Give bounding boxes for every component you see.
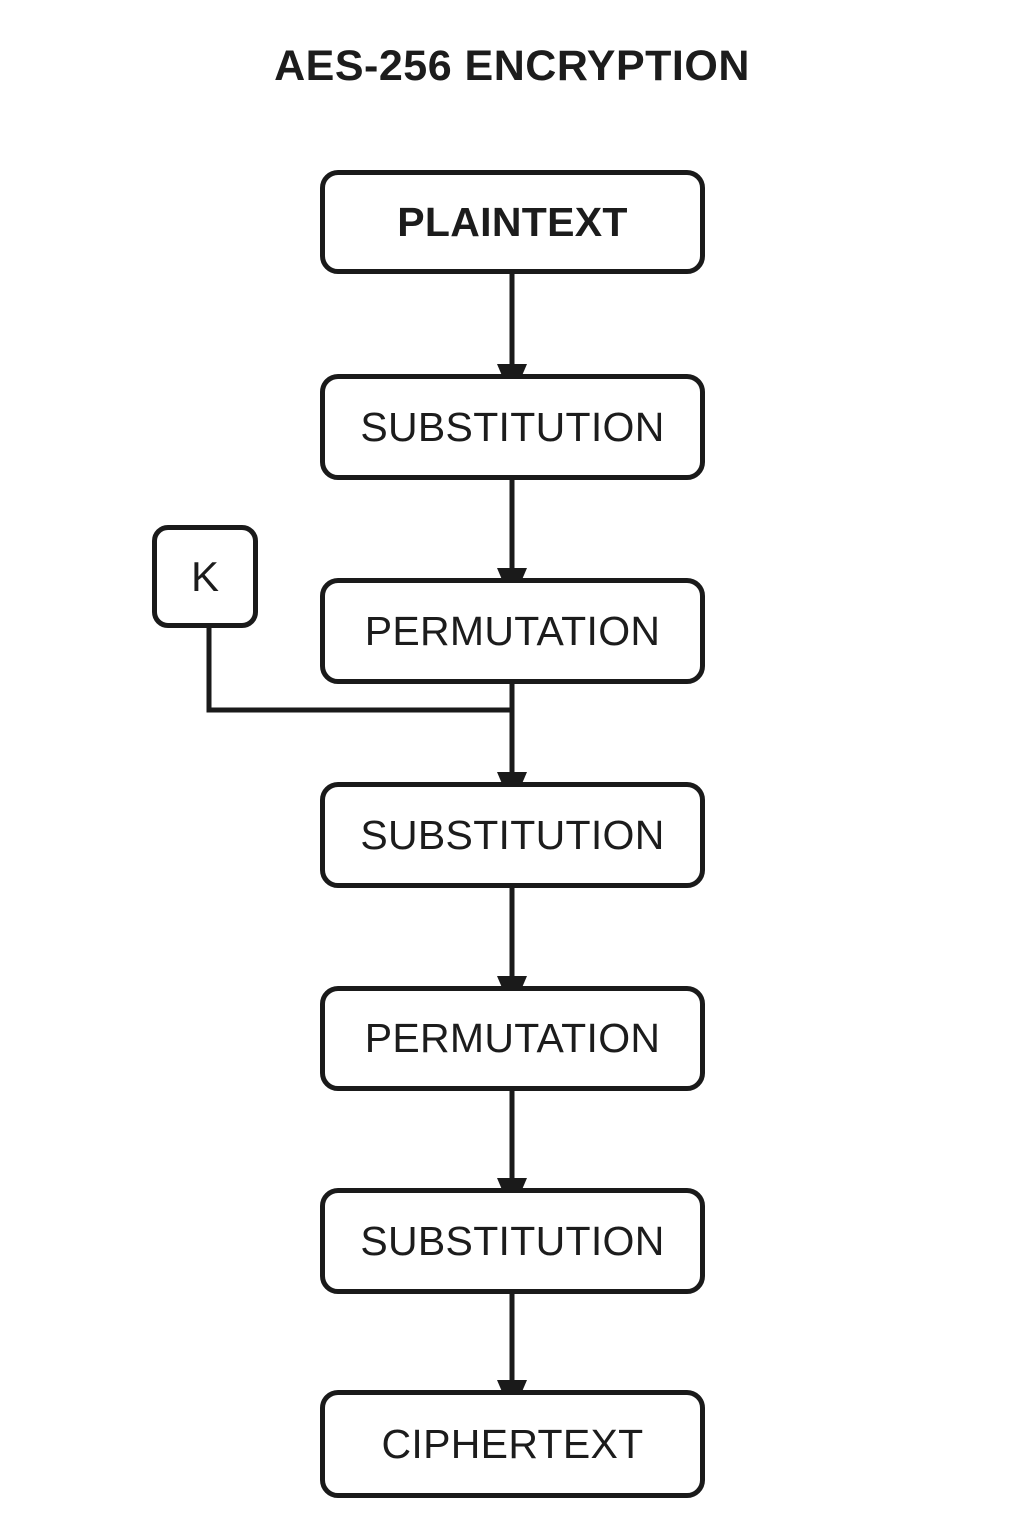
- node-label-substitution-1: SUBSTITUTION: [360, 403, 665, 450]
- node-label-substitution-2: SUBSTITUTION: [360, 811, 665, 858]
- node-label-substitution-3: SUBSTITUTION: [360, 1217, 665, 1264]
- page-title: AES-256 ENCRYPTION: [274, 42, 750, 90]
- node-plaintext[interactable]: PLAINTEXT: [320, 170, 705, 274]
- node-permutation-2[interactable]: PERMUTATION: [320, 986, 705, 1091]
- node-permutation-1[interactable]: PERMUTATION: [320, 578, 705, 684]
- node-key[interactable]: K: [152, 525, 258, 628]
- node-label-plaintext: PLAINTEXT: [397, 198, 628, 245]
- connector-key-to-main-flow: [206, 628, 512, 713]
- node-label-key: K: [190, 552, 219, 600]
- node-substitution-2[interactable]: SUBSTITUTION: [320, 782, 705, 888]
- node-label-permutation-1: PERMUTATION: [364, 607, 661, 654]
- node-substitution-3[interactable]: SUBSTITUTION: [320, 1188, 705, 1294]
- node-label-ciphertext: CIPHERTEXT: [381, 1420, 644, 1467]
- node-label-permutation-2: PERMUTATION: [364, 1015, 661, 1061]
- node-substitution-1[interactable]: SUBSTITUTION: [320, 374, 705, 480]
- node-ciphertext[interactable]: CIPHERTEXT: [320, 1390, 705, 1498]
